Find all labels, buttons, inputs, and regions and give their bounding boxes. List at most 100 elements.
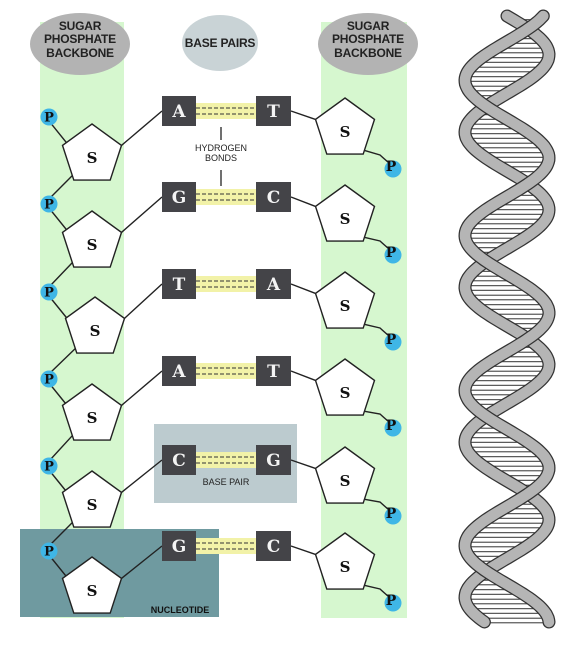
left-backbone-link [49,346,78,374]
left-base-letter: G [172,188,187,208]
right-phosphate-label: P [386,159,397,175]
right-sugar-pentagon [314,184,376,242]
right-phosphate-circle [384,160,402,178]
left-base-box [162,356,196,386]
helix-rung [481,617,550,624]
right-phosphate-link [363,410,390,423]
right-phosphate-label: P [386,245,397,261]
right-phosphate-link [363,149,390,164]
left-backbone-oval [30,13,130,75]
right-sugar-base-link [290,110,316,121]
right-backbone-oval [318,13,418,75]
right-base-letter: A [266,275,281,295]
right-backbone-label: SUGAR PHOSPHATE BACKBONE [332,19,404,60]
left-base-letter: G [172,537,187,557]
right-phosphate-link [363,236,390,250]
right-phosphate-label: P [386,418,397,434]
left-sugar-label: S [90,322,101,340]
right-sugar-base-link [290,459,316,470]
left-phosphate-label: P [44,286,54,301]
right-sugar-label: S [340,297,351,315]
left-phosphate-label: P [44,460,54,475]
right-sugar-base-link [290,545,316,556]
left-phosphate-label: P [44,545,54,560]
right-phosphate-link [363,498,390,511]
right-base-box [256,445,291,475]
left-base-letter: A [171,102,186,122]
hydrogen-bond-band [196,103,256,119]
hydrogen-bond-band [196,276,256,292]
left-base-box [162,182,196,212]
right-base-box [256,96,291,126]
left-phosphate-label: P [44,198,54,213]
nucleotide-label: NUCLEOTIDE [150,605,210,615]
double-helix [458,9,556,629]
left-sugar-label: S [87,149,98,167]
right-phosphate-label: P [386,506,397,522]
helix-strand-b [459,10,555,628]
right-phosphate-circle [384,246,402,264]
left-base-letter: T [173,275,186,295]
right-sugar-pentagon [314,271,376,329]
base-pairs-label: BASE PAIRS [184,36,256,50]
right-phosphate-link [363,323,390,337]
right-sugar-label: S [340,472,351,490]
left-sugar-pentagon [61,383,123,441]
right-base-letter: C [267,188,281,208]
left-base-box [162,269,196,299]
right-base-letter: T [267,362,280,382]
left-backbone-label: SUGAR PHOSPHATE BACKBONE [44,19,116,60]
left-backbone-link [49,520,75,546]
right-phosphate-label: P [386,332,397,348]
right-phosphate-circle [384,594,402,612]
left-sugar-pentagon [64,296,126,354]
right-phosphate-label: P [386,593,397,609]
left-sugar-label: S [87,496,98,514]
right-base-letter: T [267,102,280,122]
base-pairs-oval [182,15,258,71]
left-sugar-base-link [124,283,163,319]
right-sugar-pentagon [314,358,376,416]
left-phosphate-circle [40,542,58,560]
left-phosphate-label: P [44,111,54,126]
base-pair-label: BASE PAIR [202,477,250,487]
right-sugar-pentagon [314,532,376,590]
right-base-letter: C [267,537,281,557]
left-sugar-pentagon [61,556,123,614]
right-sugar-label: S [340,210,351,228]
left-sugar-pentagon [61,470,123,528]
right-phosphate-circle [384,419,402,437]
hydrogen-bonds-label: HYDROGEN BONDS [186,143,256,164]
left-sugar-label: S [87,409,98,427]
left-base-box [162,96,196,126]
right-sugar-base-link [290,370,316,382]
left-sugar-pentagon [61,123,123,181]
left-base-box [162,531,196,561]
right-sugar-base-link [290,196,316,208]
right-phosphate-link [363,584,390,598]
right-sugar-pentagon [314,446,376,504]
left-base-letter: A [171,362,186,382]
right-phosphate-circle [384,507,402,525]
helix-strand-a [459,10,555,628]
left-phosphate-circle [40,195,58,213]
left-phosphate-circle [40,457,58,475]
hydrogen-bond-band [196,538,256,554]
right-sugar-base-link [290,283,316,295]
left-base-box [162,445,196,475]
right-base-box [256,531,291,561]
right-base-box [256,182,291,212]
left-base-letter: C [172,451,186,471]
right-sugar-label: S [340,123,351,141]
hydrogen-bond-band [196,452,256,468]
right-sugar-label: S [340,384,351,402]
left-backbone-link [49,173,75,199]
right-base-letter: G [266,451,281,471]
left-backbone-link [49,260,75,287]
left-sugar-base-link [121,110,163,146]
hydrogen-bond-band [196,363,256,379]
left-sugar-base-link [121,459,163,493]
left-sugar-label: S [87,582,98,600]
